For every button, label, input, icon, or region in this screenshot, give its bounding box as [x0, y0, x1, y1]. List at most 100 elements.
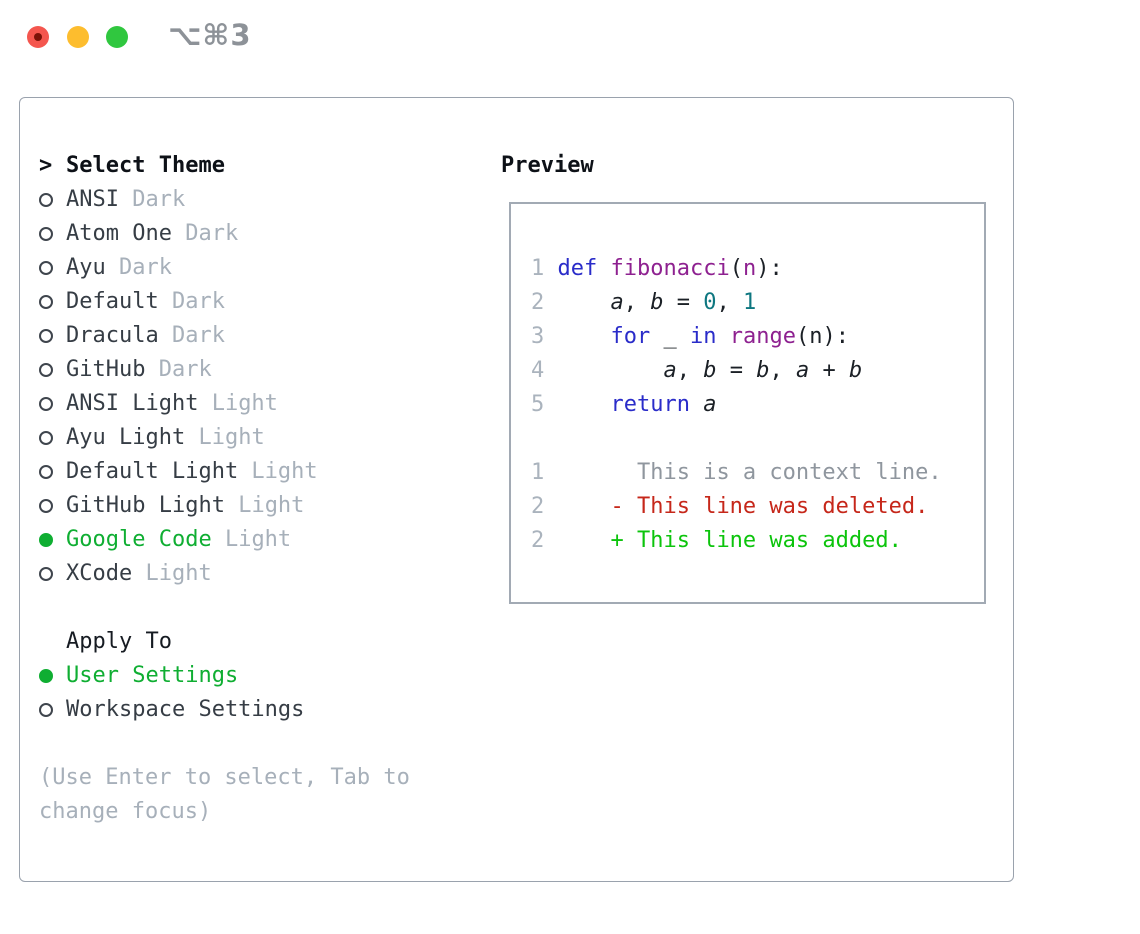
- option-variant-label: Light: [211, 527, 292, 552]
- radio-unselected-icon: [39, 363, 53, 377]
- radio-mark: [39, 387, 66, 421]
- keyboard-hint: (Use Enter to select, Tab to change focu…: [39, 765, 410, 824]
- radio-unselected-icon: [39, 329, 53, 343]
- window-title-shortcut: ⌥⌘3: [168, 18, 252, 52]
- theme-option-github[interactable]: GitHub Dark: [39, 353, 443, 387]
- minimize-button[interactable]: [67, 26, 89, 48]
- option-label: Ayu Light: [66, 425, 186, 450]
- radio-unselected-icon: [39, 295, 53, 309]
- theme-option-ayu[interactable]: Ayu Dark: [39, 251, 443, 285]
- option-variant-label: Dark: [158, 289, 225, 314]
- option-variant-label: Dark: [118, 187, 186, 212]
- option-variant-label: Dark: [105, 255, 172, 280]
- option-label: Workspace Settings: [66, 697, 305, 722]
- theme-option-ayu-light[interactable]: Ayu Light Light: [39, 421, 443, 455]
- radio-mark: [39, 421, 66, 455]
- apply-option-workspace-settings[interactable]: Workspace Settings: [39, 693, 443, 727]
- theme-option-ansi[interactable]: ANSI Dark: [39, 183, 443, 217]
- option-label: ANSI: [66, 187, 119, 212]
- radio-mark: [39, 285, 66, 319]
- close-dot-icon: [34, 33, 42, 41]
- line-number: 2: [531, 528, 558, 553]
- radio-unselected-icon: [39, 397, 53, 411]
- diff-line-added: 2 + This line was added.: [531, 528, 902, 553]
- radio-unselected-icon: [39, 431, 53, 445]
- radio-unselected-icon: [39, 465, 53, 479]
- option-label: Default Light: [66, 459, 239, 484]
- option-variant-label: Light: [132, 561, 212, 586]
- option-label: User Settings: [66, 663, 239, 688]
- option-label: GitHub Light: [66, 493, 225, 518]
- theme-option-github-light[interactable]: GitHub Light Light: [39, 489, 443, 523]
- radio-mark: [39, 455, 66, 489]
- line-number: 4: [531, 358, 558, 383]
- theme-option-default-light[interactable]: Default Light Light: [39, 455, 443, 489]
- option-label: GitHub: [66, 357, 146, 382]
- radio-mark: [39, 319, 66, 353]
- theme-option-google-code[interactable]: Google Code Light: [39, 523, 443, 557]
- radio-unselected-icon: [39, 227, 53, 241]
- theme-option-dracula[interactable]: Dracula Dark: [39, 319, 443, 353]
- line-number: 2: [531, 290, 558, 315]
- line-number: 5: [531, 392, 558, 417]
- apply-to-title: Apply To: [66, 629, 172, 654]
- radio-mark: [39, 659, 66, 693]
- line-number: 1: [531, 460, 558, 485]
- radio-mark: [39, 693, 66, 727]
- radio-mark: [39, 251, 66, 285]
- focus-caret-icon: >: [39, 153, 53, 178]
- preview-box: 1 def fibonacci(n): 2 a, b = 0, 1 3 for _ …: [509, 202, 986, 604]
- option-variant-label: Dark: [171, 221, 239, 246]
- option-variant-label: Light: [224, 493, 305, 518]
- radio-unselected-icon: [39, 499, 53, 513]
- option-variant-label: Dark: [158, 323, 225, 348]
- apply-option-user-settings[interactable]: User Settings: [39, 659, 443, 693]
- radio-mark: [39, 353, 66, 387]
- diff-block: 1 This is a context line. 2 - This line w…: [531, 456, 942, 558]
- theme-option-default[interactable]: Default Dark: [39, 285, 443, 319]
- theme-option-atom-one[interactable]: Atom One Dark: [39, 217, 443, 251]
- close-button[interactable]: [27, 26, 49, 48]
- select-theme-header: > Select Theme: [39, 149, 443, 183]
- code-line: 3 for _ in range(n):: [531, 324, 849, 349]
- code-line: 2 a, b = 0, 1: [531, 290, 757, 315]
- spacer: [39, 727, 443, 761]
- radio-unselected-icon: [39, 703, 53, 717]
- diff-line-context: 1 This is a context line.: [531, 460, 942, 485]
- code-line: 1 def fibonacci(n):: [531, 256, 783, 281]
- radio-mark: [39, 523, 66, 557]
- option-label: ANSI Light: [66, 391, 199, 416]
- code-line: 4 a, b = b, a + b: [531, 358, 863, 383]
- option-variant-label: Light: [198, 391, 278, 416]
- option-label: Dracula: [66, 323, 159, 348]
- option-label: Google Code: [66, 527, 212, 552]
- option-variant-label: Dark: [145, 357, 212, 382]
- radio-mark: [39, 217, 66, 251]
- code-preview: 1 def fibonacci(n): 2 a, b = 0, 1 3 for _ …: [531, 252, 942, 558]
- line-number: 2: [531, 494, 558, 519]
- preview-title: Preview: [501, 153, 594, 178]
- spacer: [39, 591, 443, 625]
- radio-unselected-icon: [39, 193, 53, 207]
- radio-unselected-icon: [39, 567, 53, 581]
- radio-selected-icon: [39, 533, 53, 547]
- theme-option-ansi-light[interactable]: ANSI Light Light: [39, 387, 443, 421]
- radio-unselected-icon: [39, 261, 53, 275]
- select-theme-title: Select Theme: [66, 153, 225, 178]
- option-label: Ayu: [66, 255, 106, 280]
- code-block: 1 def fibonacci(n): 2 a, b = 0, 1 3 for _ …: [531, 252, 942, 422]
- diff-line-deleted: 2 - This line was deleted.: [531, 494, 929, 519]
- zoom-button[interactable]: [106, 26, 128, 48]
- option-label: Default: [66, 289, 159, 314]
- line-number: 3: [531, 324, 558, 349]
- theme-option-xcode[interactable]: XCode Light: [39, 557, 443, 591]
- radio-mark: [39, 557, 66, 591]
- apply-to-header: Apply To: [39, 625, 443, 659]
- radio-mark: [39, 489, 66, 523]
- code-line: 5 return a: [531, 392, 717, 417]
